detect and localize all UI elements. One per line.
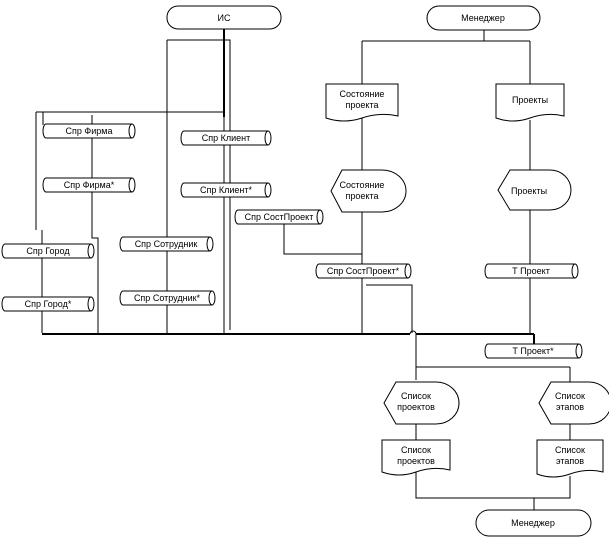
storage-spr-firma-star-label: Спр Фирма* bbox=[64, 180, 115, 190]
terminal-manager-top: Менеджер bbox=[426, 5, 541, 31]
storage-spr-firma-star: Спр Фирма* bbox=[42, 177, 136, 193]
storage-spr-klient: Спр Клиент bbox=[180, 130, 272, 146]
storage-spr-gorod: Спр Город bbox=[1, 243, 95, 259]
connector-sostproekt-link bbox=[283, 222, 362, 255]
connector-project-doc-to-manager bbox=[415, 472, 534, 499]
display-projects-label: Проекты bbox=[511, 186, 547, 196]
display-projects: Проекты bbox=[497, 169, 572, 211]
connector-is-bracket bbox=[167, 39, 231, 330]
document-projects-label: Проекты bbox=[512, 95, 548, 105]
storage-t-proekt-star-label: Т Проект* bbox=[512, 346, 554, 356]
storage-spr-sotrudnik-star: Спр Сотрудник* bbox=[119, 290, 216, 306]
storage-spr-gorod-label: Спр Город bbox=[26, 246, 70, 256]
terminal-manager-top-label: Менеджер bbox=[461, 13, 505, 23]
storage-spr-firma: Спр Фирма bbox=[42, 123, 136, 139]
terminal-is-top-label: ИС bbox=[218, 13, 231, 23]
connector-firma-col bbox=[91, 115, 99, 333]
storage-spr-gorod-star: Спр Город* bbox=[1, 296, 95, 312]
storage-t-proekt-star: Т Проект* bbox=[484, 343, 583, 359]
storage-spr-firma-label: Спр Фирма bbox=[66, 126, 113, 136]
storage-spr-klient-star: Спр Клиент* bbox=[180, 182, 272, 198]
storage-spr-klient-label: Спр Клиент bbox=[202, 133, 251, 143]
storage-t-proekt: Т Проект bbox=[484, 263, 579, 279]
storage-t-proekt-label: Т Проект bbox=[512, 266, 550, 276]
storage-spr-klient-star-label: Спр Клиент* bbox=[200, 185, 252, 195]
terminal-is-top: ИС bbox=[166, 5, 282, 30]
terminal-manager-bottom: Менеджер bbox=[475, 509, 592, 537]
connector-bus-crossover bbox=[409, 330, 417, 335]
storage-spr-sostproekt-star-label: Спр СостПроект* bbox=[327, 266, 400, 276]
storage-spr-sostproekt-label: Спр СостПроект bbox=[245, 212, 314, 222]
storage-spr-sostproekt-star: Спр СостПроект* bbox=[315, 263, 412, 279]
storage-spr-sostproekt: Спр СостПроект bbox=[234, 209, 324, 225]
connector-state-storage-to-list bbox=[366, 284, 413, 333]
document-projects: Проекты bbox=[495, 83, 565, 122]
storage-spr-sotrudnik-star-label: Спр Сотрудник* bbox=[134, 293, 201, 303]
storage-spr-gorod-star-label: Спр Город* bbox=[25, 299, 72, 309]
storage-spr-sotrudnik: Спр Сотрудник bbox=[119, 236, 214, 252]
connector-stage-doc-to-manager bbox=[534, 476, 571, 499]
storage-spr-sotrudnik-label: Спр Сотрудник bbox=[135, 239, 198, 249]
terminal-manager-bottom-label: Менеджер bbox=[511, 518, 555, 528]
